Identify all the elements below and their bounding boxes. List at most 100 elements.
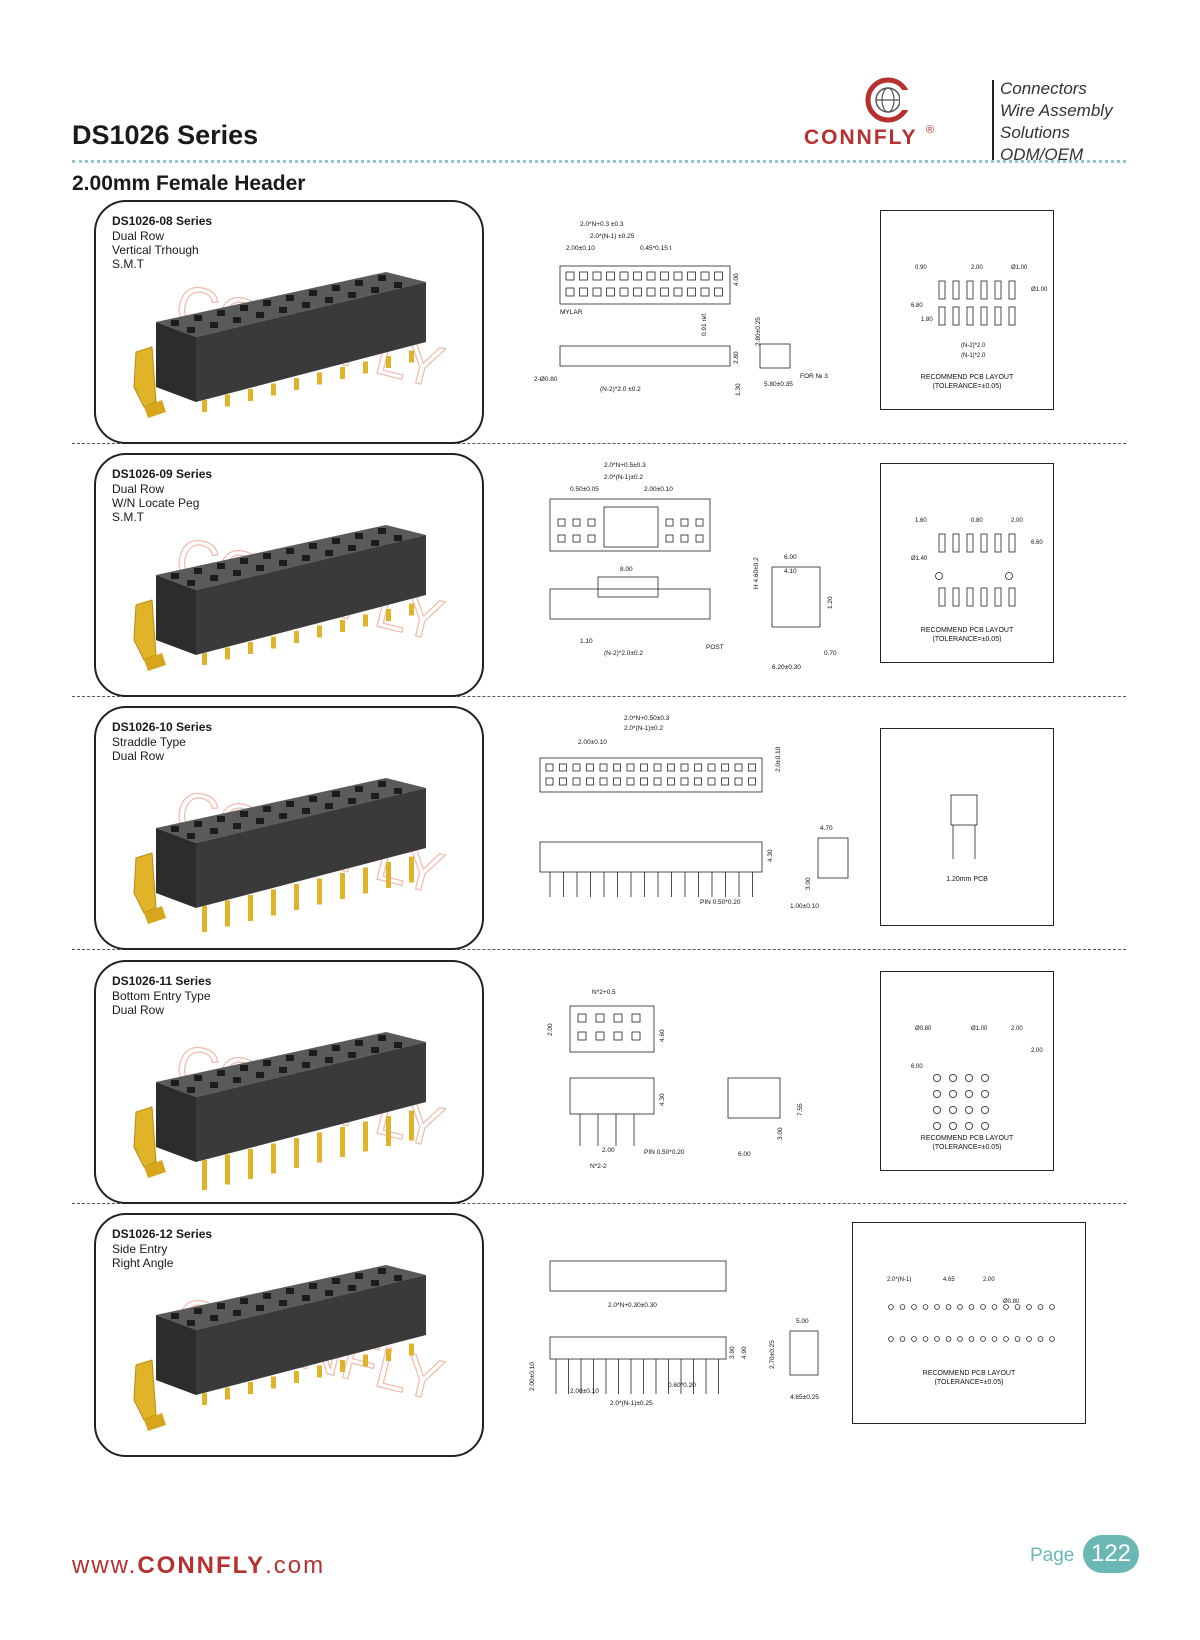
pcb-dimension-label: Ø1.40 bbox=[911, 556, 928, 562]
header-divider bbox=[72, 160, 1126, 163]
pcb-dimension-label: 2.00 bbox=[1011, 1026, 1023, 1032]
product-feature: S.M.T bbox=[112, 510, 144, 524]
tagline-line: ODM/OEM bbox=[1000, 145, 1084, 164]
pcb-caption-line: (TOLERANCE=±0.05) bbox=[932, 636, 1002, 643]
dimension-label: 2.00±0.10 bbox=[570, 1388, 599, 1395]
pcb-dimension-label: 6.60 bbox=[1031, 540, 1043, 546]
dimension-label: (N-2)*2.0±0.2 bbox=[604, 650, 643, 657]
header-render bbox=[156, 272, 426, 412]
pcb-dimension-label: 0.90 bbox=[915, 265, 927, 271]
pcb-caption: RECOMMEND PCB LAYOUT (TOLERANCE=±0.05) bbox=[881, 1134, 1053, 1152]
dimension-label: 2.00 bbox=[602, 1147, 615, 1154]
tagline-line: Wire Assembly bbox=[1000, 101, 1113, 120]
dimension-label: 2.00±0.10 bbox=[578, 739, 607, 746]
product-feature: Bottom Entry Type bbox=[112, 989, 211, 1003]
pcb-caption-line: (TOLERANCE=±0.05) bbox=[932, 383, 1002, 390]
pcb-dimension-label: Ø1.00 bbox=[1031, 287, 1048, 293]
pcb-dimension-label: 2.00 bbox=[983, 1277, 995, 1283]
row-divider bbox=[72, 443, 1126, 444]
pin-detail-render bbox=[133, 1359, 166, 1431]
pcb-caption: RECOMMEND PCB LAYOUT(TOLERANCE=±0.05) bbox=[853, 1369, 1085, 1387]
dimension-label: 4.10 bbox=[784, 568, 797, 575]
dimension-label: 3.00 bbox=[805, 877, 812, 890]
pcb-caption-line: RECOMMEND PCB LAYOUT bbox=[920, 374, 1014, 381]
product-name: DS1026-08 Series bbox=[112, 214, 213, 228]
pcb-dimension-label: 0.80 bbox=[971, 518, 983, 524]
series-title: DS1026 Series bbox=[72, 120, 259, 150]
dimension-label: 6.00 bbox=[784, 554, 797, 561]
dimension-label: 2.0*(N-1)±0.25 bbox=[610, 1400, 653, 1407]
pin-detail-render bbox=[133, 852, 166, 924]
dimension-label: 6.00 bbox=[738, 1151, 751, 1158]
pcb-dimension-label: (N-2)*2.0 bbox=[961, 343, 986, 349]
product-name: DS1026-10 Series bbox=[112, 720, 213, 734]
pcb-caption: RECOMMEND PCB LAYOUT (TOLERANCE=±0.05) bbox=[881, 626, 1053, 644]
row-divider bbox=[72, 949, 1126, 950]
brand-logo: CONNFLY ® bbox=[804, 76, 1000, 162]
pcb-caption-line: (TOLERANCE=±0.05) bbox=[932, 1144, 1002, 1151]
tagline: Connectors Wire Assembly Solutions ODM/O… bbox=[1000, 78, 1113, 166]
product-render: CONNFLY bbox=[133, 1031, 450, 1190]
footer-url-suffix: .com bbox=[265, 1552, 326, 1579]
product-feature: Vertical Trhough bbox=[112, 243, 199, 257]
row-divider bbox=[72, 696, 1126, 697]
dimension-label: 0.91 ref. bbox=[701, 312, 708, 336]
pcb-caption-line: RECOMMEND PCB LAYOUT bbox=[920, 627, 1014, 634]
product-feature: Dual Row bbox=[112, 482, 165, 496]
product-feature: Straddle Type bbox=[112, 735, 186, 749]
dimension-label: 2-Ø0.80 bbox=[534, 376, 558, 383]
pcb-dimension-label: Ø1.00 bbox=[971, 1026, 988, 1032]
dimension-label: 2.0*N+0.50±0.3 bbox=[624, 715, 670, 722]
product-render: CONNFLY bbox=[133, 271, 450, 418]
logo-divider bbox=[992, 80, 994, 162]
drawing-svg: 2.0*N+0.30±0.302.00±0.102.00±0.100.60*0.… bbox=[529, 1260, 819, 1407]
dimension-label: 2.00±0.10 bbox=[566, 245, 595, 252]
pcb-caption-line: (TOLERANCE=±0.05) bbox=[934, 1379, 1004, 1386]
dimension-label: FOR № 3 bbox=[800, 373, 828, 380]
product-feature: Side Entry bbox=[112, 1242, 168, 1256]
dimension-label: 0.50±0.05 bbox=[570, 486, 599, 493]
dimension-label: N*2+0.5 bbox=[592, 989, 616, 996]
product-feature: Dual Row bbox=[112, 229, 165, 243]
pcb-dimension-label: 1.60 bbox=[915, 518, 927, 524]
pcb-dimension-label: 1.80 bbox=[921, 317, 933, 323]
dimension-label: 6.20±0.30 bbox=[772, 664, 801, 671]
drawing-svg: 2.0*N+0.50±0.32.0*(N-1)±0.22.00±0.102.0±… bbox=[539, 715, 849, 910]
dimension-label: 8.00 bbox=[620, 566, 633, 573]
pcb-dimension-label: 6.00 bbox=[911, 1064, 923, 1070]
footer-url[interactable]: www.CONNFLY.com bbox=[72, 1552, 325, 1580]
dimension-label: (N-2)*2.0 ±0.2 bbox=[600, 386, 641, 393]
dimension-label: 5.00 bbox=[796, 1318, 809, 1325]
pin-detail-render bbox=[133, 599, 166, 671]
dimension-label: 1.10 bbox=[580, 638, 593, 645]
dimension-label: 2.0*N+0.5±0.3 bbox=[604, 462, 646, 469]
dimension-label: 2.0±0.10 bbox=[775, 746, 782, 772]
page-number-badge: 122 bbox=[1083, 1535, 1139, 1573]
dimension-label: 1.20 bbox=[827, 596, 834, 609]
dimension-label: 4.90 bbox=[741, 1346, 748, 1359]
product-feature: W/N Locate Peg bbox=[112, 496, 200, 510]
page-label: Page bbox=[1030, 1545, 1075, 1566]
dimension-label: 2.00±0.10 bbox=[644, 486, 673, 493]
dimension-label: N*2-2 bbox=[590, 1163, 607, 1170]
dimension-label: 5.80±0.35 bbox=[764, 381, 793, 388]
page-subtitle: 2.00mm Female Header bbox=[72, 172, 306, 195]
dimension-label: 4.30 bbox=[659, 1093, 666, 1106]
product-name: DS1026-11 Series bbox=[112, 974, 212, 988]
pcb-caption-line: RECOMMEND PCB LAYOUT bbox=[920, 1135, 1014, 1142]
product-render: CONNFLY bbox=[133, 524, 450, 671]
product-name: DS1026-09 Series bbox=[112, 467, 213, 481]
product-feature: Right Angle bbox=[112, 1256, 174, 1270]
dimension-label: 2.0*N+0.30±0.30 bbox=[608, 1302, 657, 1309]
dimension-label: POST bbox=[706, 644, 724, 651]
